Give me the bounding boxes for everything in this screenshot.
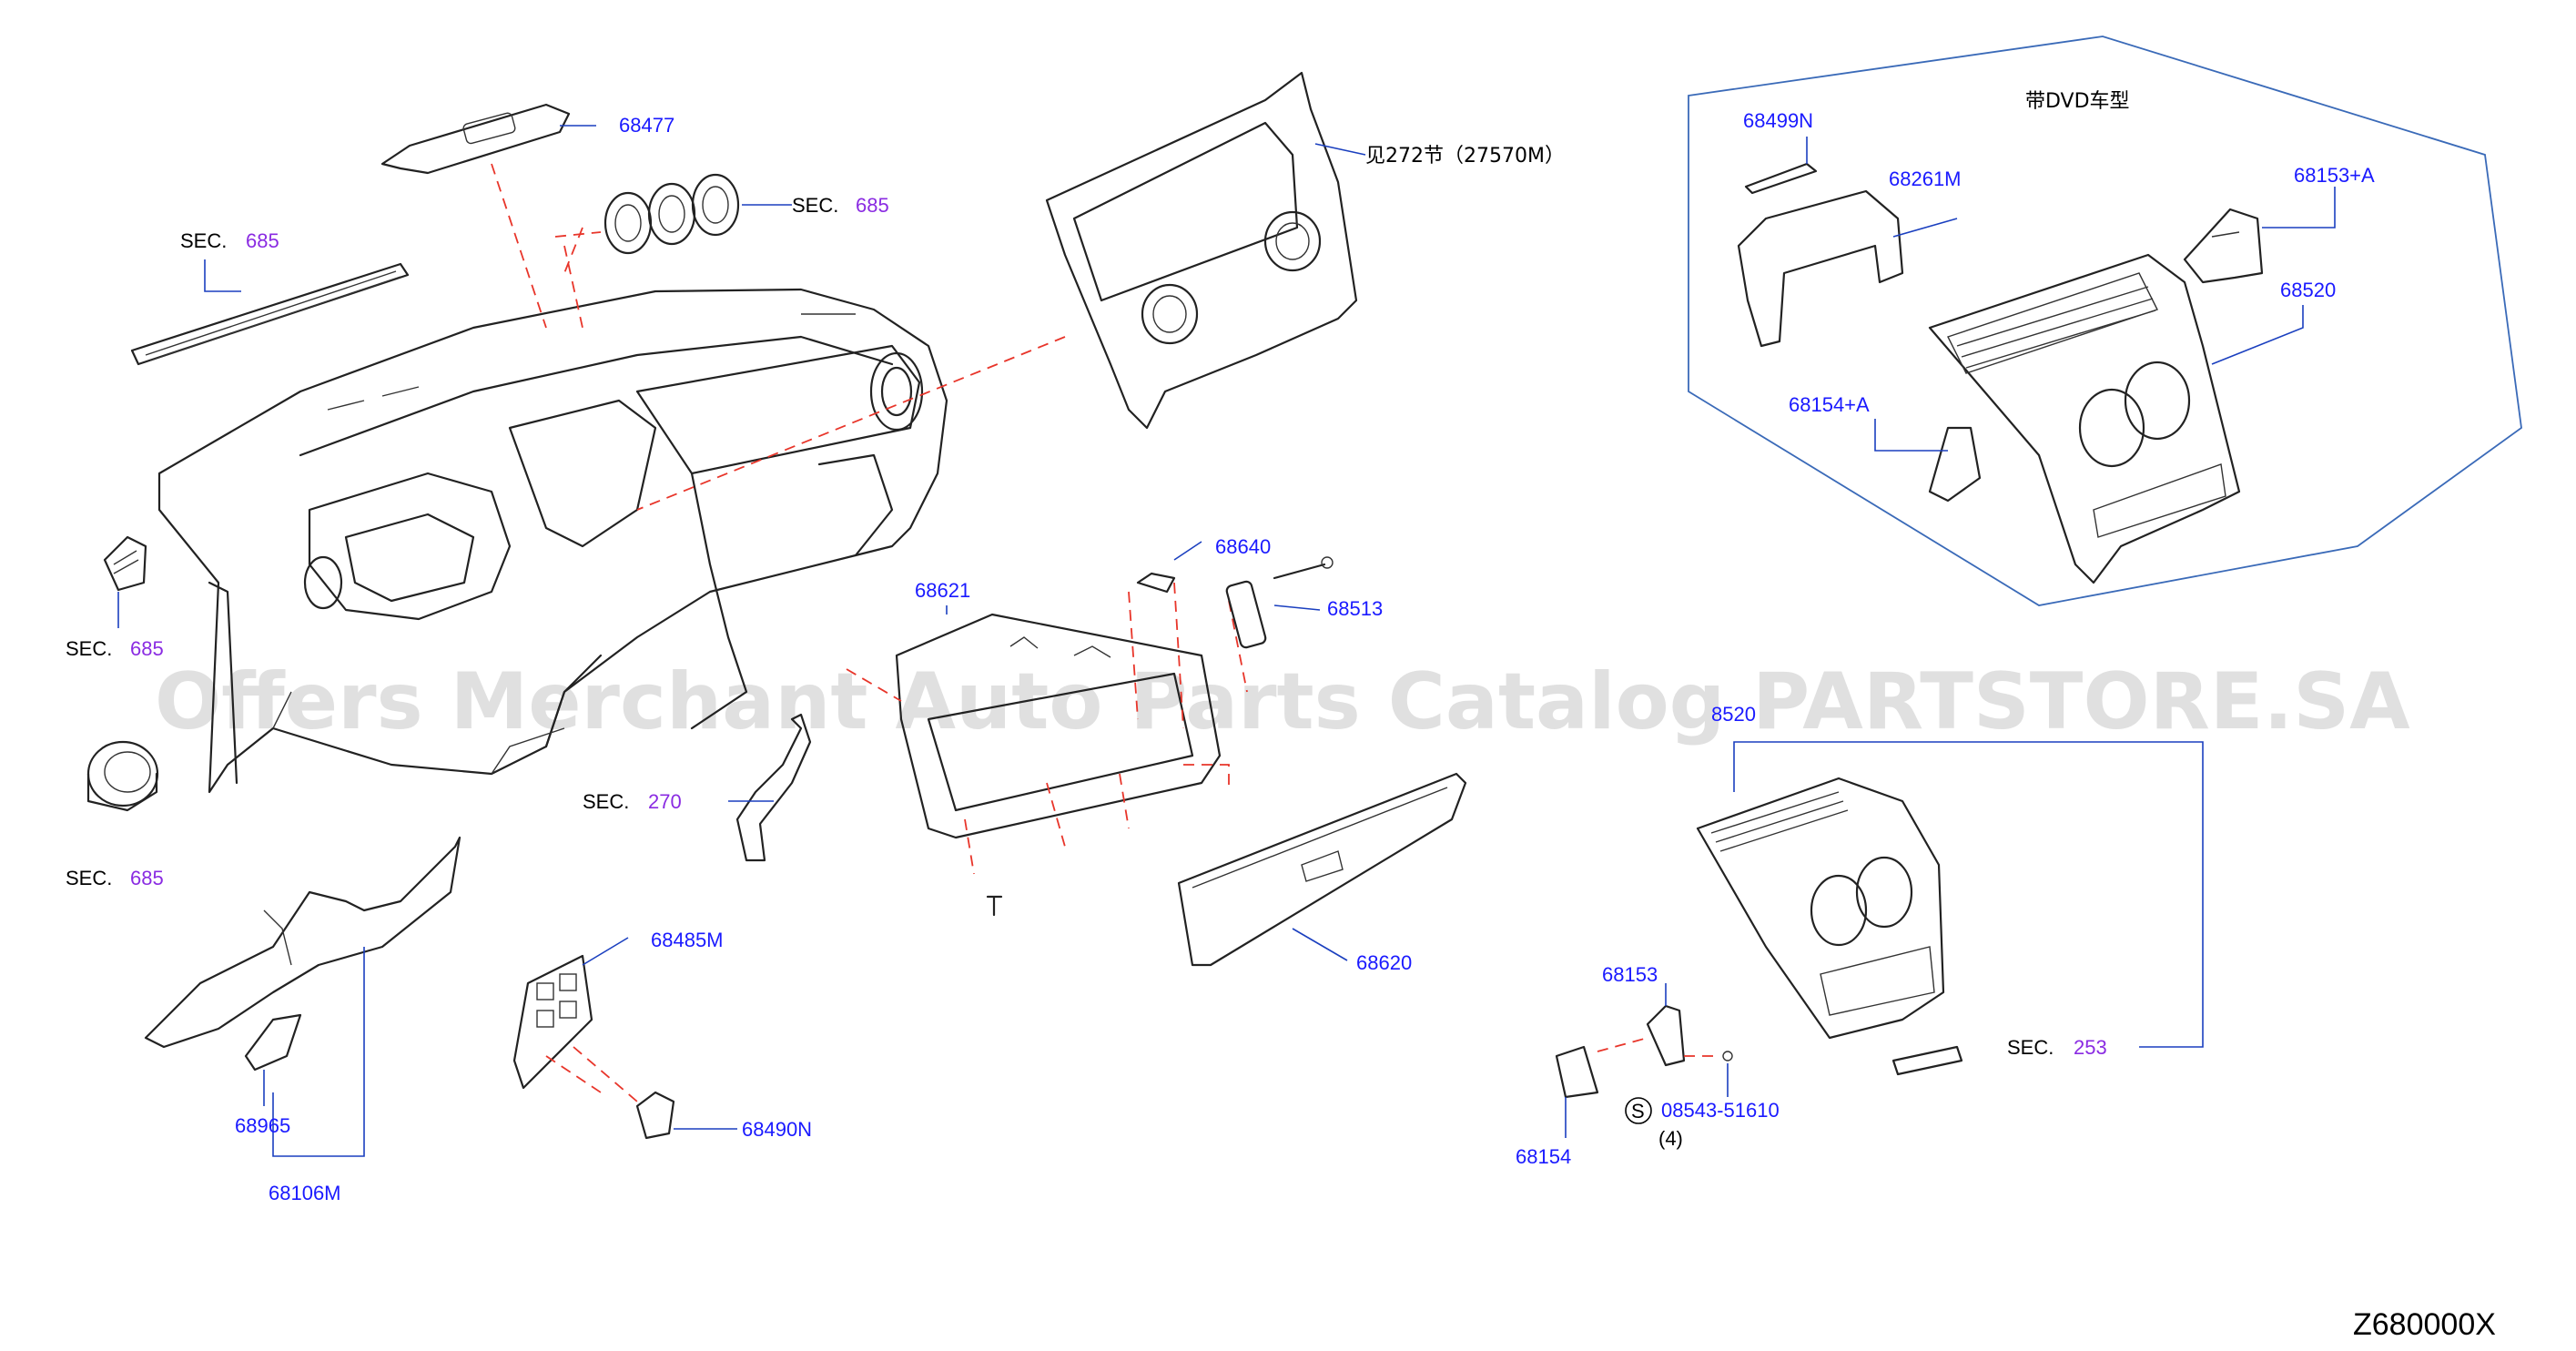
sec-685-center-vents: SEC. 685: [792, 194, 889, 217]
label-68965: 68965: [235, 1114, 290, 1137]
part-68153A-drawing: [2183, 208, 2264, 284]
part-68154-drawing: [1555, 1037, 1720, 1099]
dvd-inset-frame: [1688, 36, 2522, 606]
label-qty: (4): [1658, 1127, 1683, 1150]
sec-prefix: SEC.: [180, 229, 227, 252]
sec-prefix: SEC.: [792, 194, 838, 217]
part-68620-drawing: [1177, 772, 1467, 967]
diagram-code: Z680000X: [2353, 1307, 2496, 1342]
part-68640-drawing: [1136, 572, 1176, 594]
watermark-text: Offers Merchant Auto Parts Catalog PARTS…: [155, 656, 2410, 747]
label-68261M: 68261M: [1889, 168, 1962, 190]
leader-lines: [117, 125, 2336, 1157]
s-mark-text: S: [1631, 1100, 1645, 1122]
reference-note: 见272节（27570M）: [1365, 145, 1565, 168]
dvd-model-note: 带DVD车型: [2025, 90, 2130, 113]
sec-number: 270: [648, 790, 682, 813]
label-68106M: 68106M: [269, 1182, 341, 1204]
part-68477-drawing: [380, 103, 583, 329]
sec-270-duct: SEC. 270: [583, 790, 682, 813]
label-8520: 8520: [1711, 703, 1756, 726]
sec-number: 685: [130, 867, 164, 889]
label-68499N: 68499N: [1743, 109, 1813, 132]
part-68106M-drawing: [144, 836, 461, 1049]
label-68513: 68513: [1327, 597, 1383, 620]
label-68640: 68640: [1215, 535, 1271, 558]
label-68153: 68153: [1602, 963, 1658, 986]
part-68621-drawing: [846, 582, 1248, 875]
label-08543-51610: 08543-51610: [1661, 1099, 1780, 1122]
label-68154A: 68154+A: [1789, 393, 1870, 416]
label-68477: 68477: [619, 114, 674, 137]
label-68520: 68520: [2280, 279, 2336, 301]
part-68154A-drawing: [1928, 426, 1982, 503]
label-68621: 68621: [915, 579, 970, 602]
sec-253-finisher: SEC. 253: [2007, 1036, 2107, 1059]
sec-number: 685: [856, 194, 889, 217]
sec-685-side-vent-upper: SEC. 685: [66, 637, 164, 660]
defroster-strip-drawing: [130, 262, 410, 366]
sec-prefix: SEC.: [66, 637, 112, 660]
part-68261M-drawing: [1737, 189, 1904, 348]
sec-685-side-vent-lower: SEC. 685: [66, 867, 164, 889]
sec-prefix: SEC.: [583, 790, 629, 813]
sec-prefix: SEC.: [2007, 1036, 2054, 1059]
label-68490N: 68490N: [742, 1118, 812, 1141]
screw-08543-drawing: [1722, 1051, 1733, 1062]
center-bezel-drawing: [636, 71, 1358, 511]
sec-number: 253: [2074, 1036, 2107, 1059]
side-vent-lower-drawing: [86, 740, 159, 812]
side-vent-upper-drawing: [103, 535, 147, 592]
label-68620: 68620: [1356, 951, 1412, 974]
sec-685-defroster: SEC. 685: [180, 229, 279, 252]
part-68485M-drawing: [512, 954, 638, 1102]
part-68499N-drawing: [1744, 162, 1818, 195]
sec-number: 685: [130, 637, 164, 660]
s-mark-circle: [1625, 1097, 1652, 1124]
label-68485M: 68485M: [651, 929, 724, 951]
duct-sec270-drawing: [735, 713, 812, 862]
center-vents-drawing: [554, 173, 740, 329]
part-68490N-drawing: [635, 1091, 675, 1140]
screw-spec-08543: S 08543-51610 (4): [1625, 1097, 1780, 1150]
part-68965-drawing: [244, 1013, 302, 1072]
part-68513-drawing: [1225, 556, 1334, 649]
label-68154: 68154: [1516, 1145, 1571, 1168]
sec-number: 685: [246, 229, 279, 252]
screw-drawing: [986, 895, 1003, 917]
part-68153-drawing: [1646, 1004, 1686, 1067]
sec-prefix: SEC.: [66, 867, 112, 889]
label-68153A: 68153+A: [2294, 164, 2375, 187]
part-68520-drawing: [1928, 253, 2241, 584]
part-8520-drawing: [1696, 777, 1963, 1076]
part-8520-leader-frame: [1733, 741, 2204, 1048]
